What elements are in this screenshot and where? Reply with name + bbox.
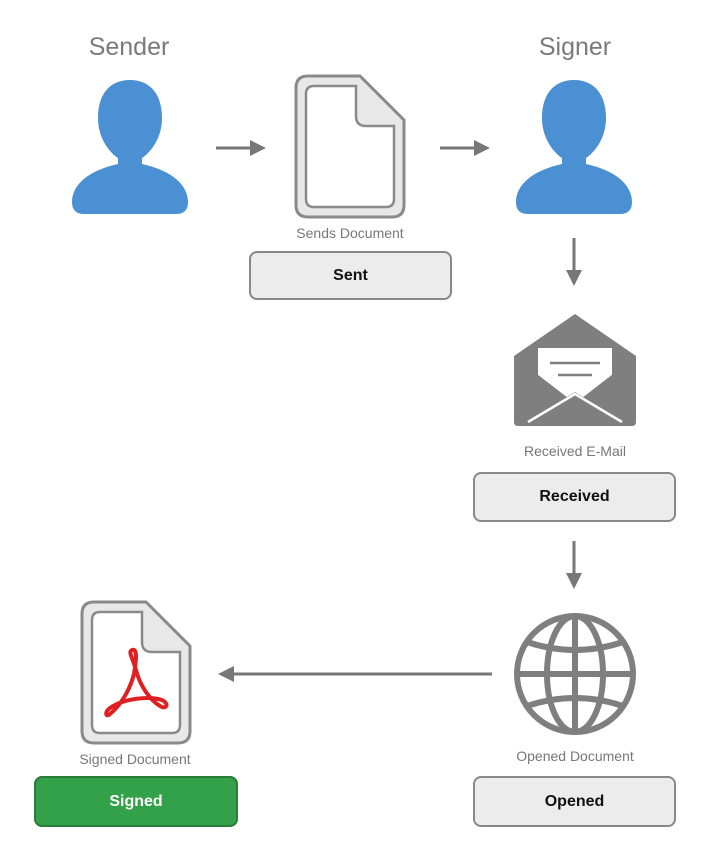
signer-label: Signer <box>538 33 612 61</box>
pdf-icon <box>104 647 169 718</box>
sends-document-caption: Sends Document <box>296 225 404 241</box>
pdf-document-icon <box>80 600 192 745</box>
signed-document-caption: Signed Document <box>79 751 191 767</box>
signed-status-badge: Signed <box>34 776 238 827</box>
envelope-icon <box>514 314 636 426</box>
opened-document-caption: Opened Document <box>516 748 634 764</box>
arrow-down-icon <box>566 238 582 286</box>
arrow-left-icon <box>218 666 492 682</box>
sent-status-badge: Sent <box>249 251 452 300</box>
signer-user-icon <box>516 80 632 214</box>
sender-label: Sender <box>88 33 170 61</box>
opened-status-badge: Opened <box>473 776 676 827</box>
received-status-badge: Received <box>473 472 676 522</box>
arrow-right-icon <box>440 140 490 156</box>
arrow-right-icon <box>216 140 266 156</box>
arrow-down-icon <box>566 541 582 589</box>
document-icon <box>294 74 406 219</box>
globe-icon <box>514 613 636 735</box>
received-email-caption: Received E-Mail <box>524 443 626 459</box>
sender-user-icon <box>72 80 188 214</box>
